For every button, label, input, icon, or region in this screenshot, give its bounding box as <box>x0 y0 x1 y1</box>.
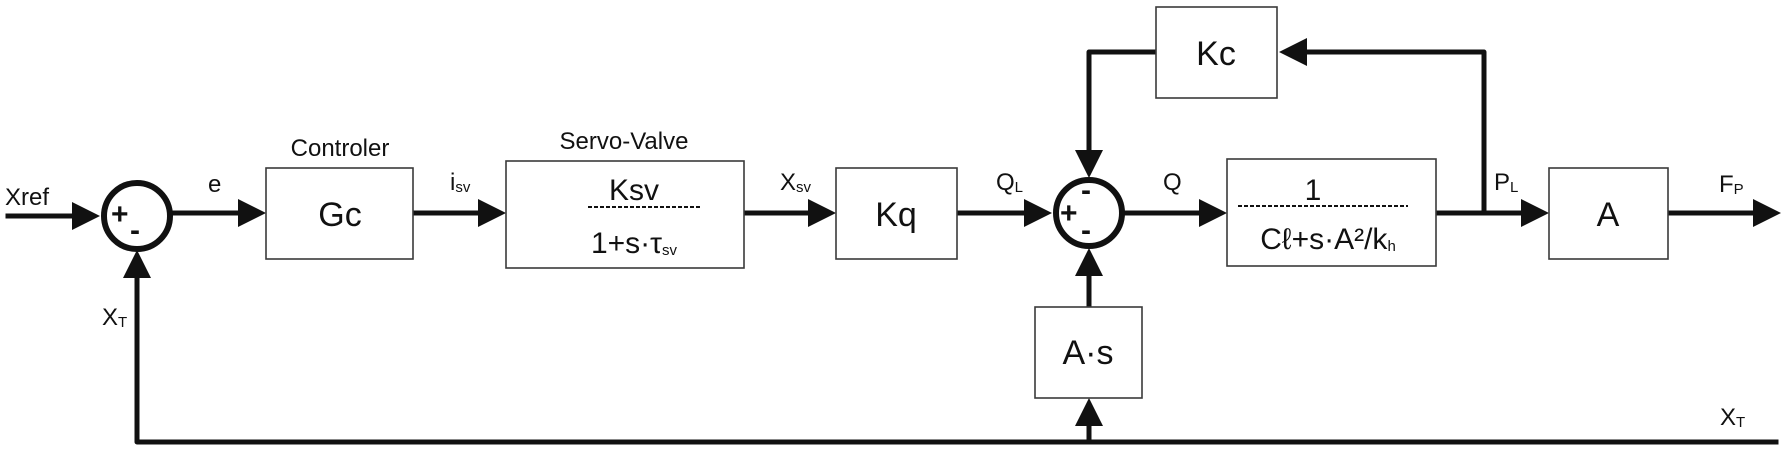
isv-label: isv <box>450 169 471 196</box>
ql-label: QL <box>996 169 1023 196</box>
fp-label: FP <box>1719 171 1744 198</box>
arrowhead-kq-in <box>808 199 836 227</box>
sum1-minus-sign: - <box>130 214 140 247</box>
fp-label-sub: P <box>1734 181 1744 198</box>
sum2-minus-top-sign: - <box>1081 174 1091 207</box>
fp-label-main: F <box>1719 171 1734 198</box>
plant-denominator-main: Cℓ+s·A²/k <box>1260 223 1388 256</box>
a-block <box>1548 167 1669 260</box>
pl-label: PL <box>1494 169 1518 196</box>
servo-valve-title: Servo-Valve <box>560 128 689 155</box>
arrowhead-sum2-top <box>1075 150 1103 178</box>
plant-block <box>1226 158 1437 267</box>
a-label: A <box>1597 196 1620 234</box>
arrowhead-gc-in <box>238 199 266 227</box>
ql-label-sub: L <box>1015 179 1023 196</box>
xsv-label-sub: sv <box>796 179 812 196</box>
plant-numerator: 1 <box>1305 174 1322 207</box>
as-block <box>1034 306 1143 399</box>
arrowhead-servo-in <box>478 199 506 227</box>
servo-denominator-sub: sv <box>662 242 678 259</box>
e-label: e <box>208 171 221 198</box>
arrowhead-sum2-in <box>1024 199 1052 227</box>
summing-junction-error <box>101 180 173 252</box>
kc-block <box>1155 6 1278 99</box>
xt-right-label: XT <box>1720 404 1745 431</box>
plant-denominator-sub: h <box>1387 238 1395 255</box>
pl-label-sub: L <box>1510 179 1518 196</box>
ql-label-main: Q <box>996 169 1015 196</box>
arrowhead-as-in <box>1075 398 1103 426</box>
arrowhead-sum1-bottom <box>123 250 151 278</box>
controller-title: Controler <box>291 135 390 162</box>
arrowhead-plant-in <box>1199 199 1227 227</box>
xt-left-label-main: X <box>102 304 118 331</box>
sum2-minus-bottom-sign: - <box>1081 214 1091 247</box>
xt-feedback-wire <box>134 271 1779 445</box>
xt-left-label-sub: T <box>118 314 127 331</box>
arrowhead-sum1-in <box>72 202 100 230</box>
sum1-plus-sign: + <box>111 198 129 231</box>
kc-output-wire <box>1086 49 1159 155</box>
arrowhead-kc-in <box>1279 38 1307 66</box>
servo-denominator: 1+s·τsv <box>591 227 678 260</box>
isv-label-main: i <box>450 169 455 196</box>
controller-block <box>265 167 414 260</box>
xsv-label-main: X <box>780 169 796 196</box>
xt-right-label-main: X <box>1720 404 1736 431</box>
xt-right-label-sub: T <box>1736 414 1745 431</box>
xref-label: Xref <box>5 184 49 211</box>
arrowhead-a-in <box>1521 199 1549 227</box>
xsv-label: Xsv <box>780 169 812 196</box>
pl-label-main: P <box>1494 169 1510 196</box>
as-label: A·s <box>1063 334 1114 372</box>
kq-block <box>835 167 958 260</box>
servo-denominator-main: 1+s·τ <box>591 227 662 260</box>
summing-junction-flow <box>1053 177 1125 249</box>
arrowhead-sum2-bottom <box>1075 248 1103 276</box>
gc-label: Gc <box>318 196 361 234</box>
kq-label: Kq <box>875 196 917 234</box>
kc-feedback-wire <box>1294 49 1487 216</box>
q-label: Q <box>1163 169 1182 196</box>
servo-valve-block <box>505 160 745 269</box>
sum2-plus-sign: + <box>1060 197 1078 230</box>
xt-left-label: XT <box>102 304 127 331</box>
servo-numerator: Ksv <box>609 174 659 207</box>
isv-label-sub: sv <box>455 179 471 196</box>
arrowhead-fp-out <box>1753 199 1781 227</box>
plant-denominator: Cℓ+s·A²/kh <box>1260 223 1396 256</box>
kc-label: Kc <box>1196 35 1236 73</box>
